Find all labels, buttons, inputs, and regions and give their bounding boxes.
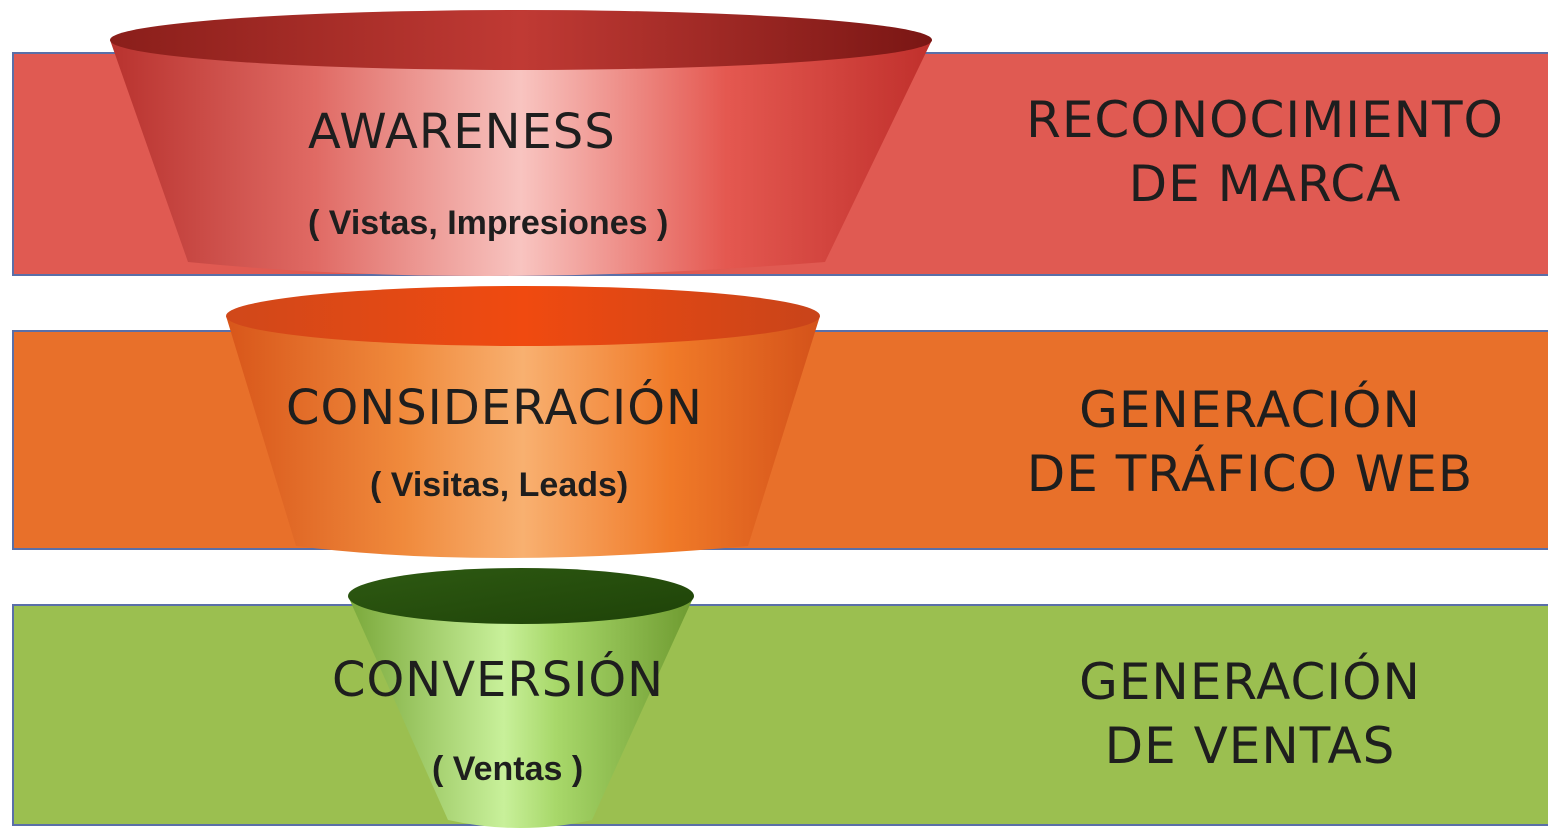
goal-line-2: DE VENTAS (1104, 717, 1396, 775)
stage-subtitle-awareness: ( Vistas, Impresiones ) (308, 204, 669, 242)
stage-goal-consideracion: GENERACIÓN DE TRÁFICO WEB (1000, 378, 1500, 506)
stage-band-conversion (12, 604, 1548, 826)
goal-line-2: DE TRÁFICO WEB (1026, 445, 1474, 503)
goal-line-2: DE MARCA (1128, 155, 1402, 213)
stage-goal-conversion: GENERACIÓN DE VENTAS (1020, 650, 1480, 778)
goal-line-1: GENERACIÓN (1079, 653, 1421, 711)
stage-title-conversion: CONVERSIÓN (332, 652, 665, 708)
stage-subtitle-conversion: ( Ventas ) (432, 750, 584, 788)
goal-line-1: GENERACIÓN (1079, 381, 1421, 439)
stage-goal-awareness: RECONOCIMIENTO DE MARCA (1000, 88, 1530, 216)
stage-title-awareness: AWARENESS (308, 104, 616, 160)
goal-line-1: RECONOCIMIENTO (1026, 91, 1504, 149)
stage-title-consideracion: CONSIDERACIÓN (286, 380, 703, 436)
stage-subtitle-consideracion: ( Visitas, Leads) (370, 466, 629, 504)
